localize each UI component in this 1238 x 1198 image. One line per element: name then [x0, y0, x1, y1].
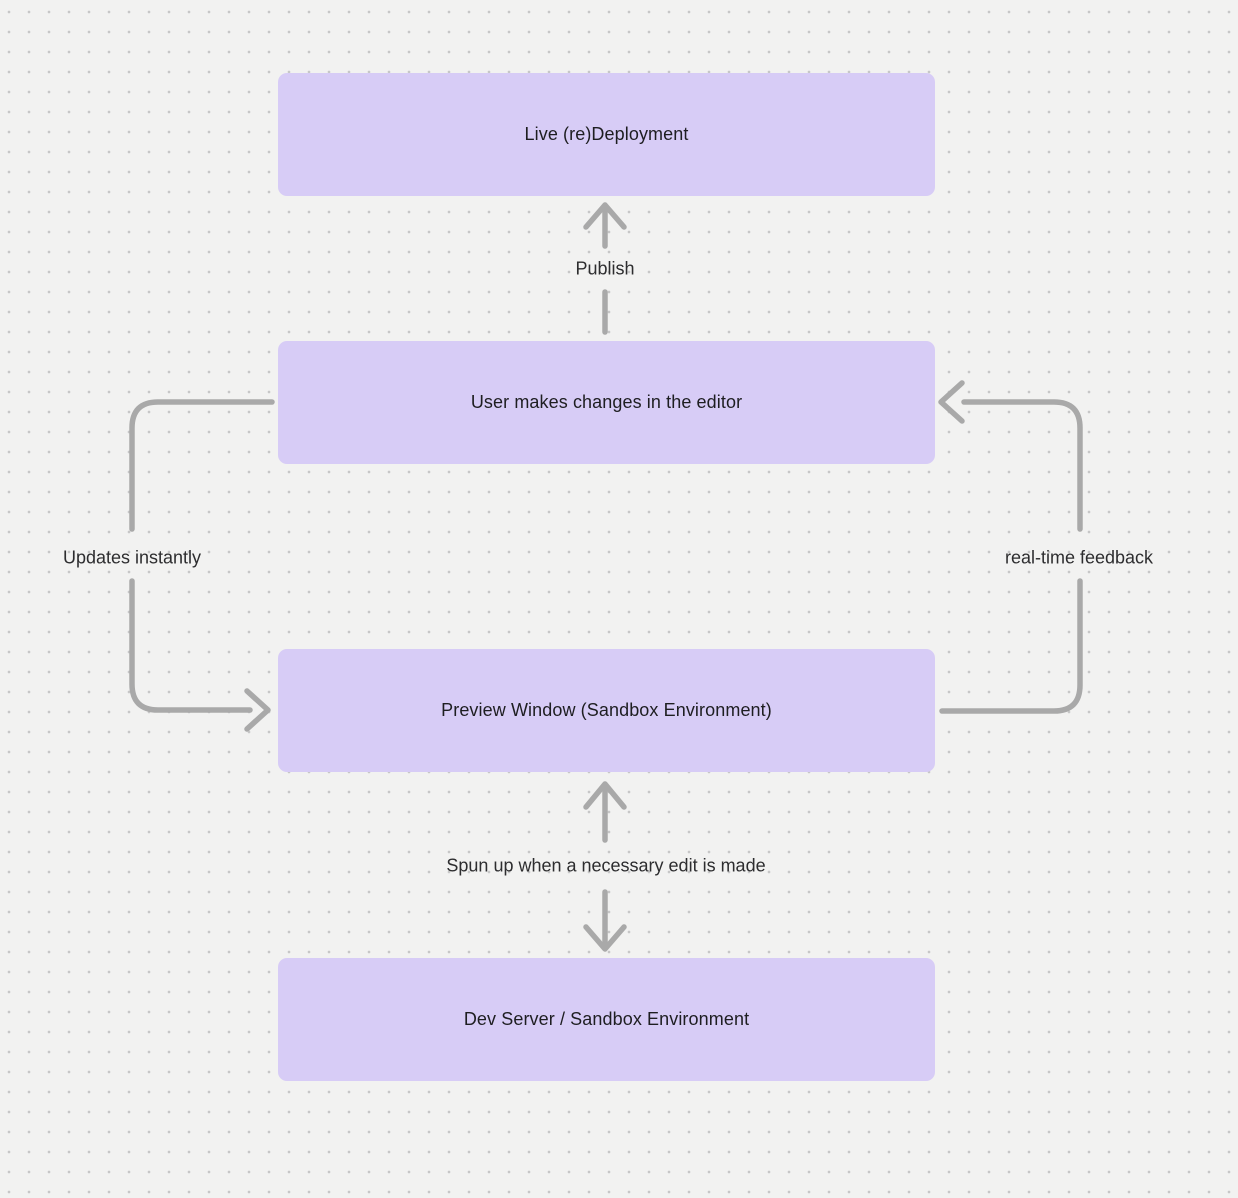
edge-label-spun-up: Spun up when a necessary edit is made: [446, 855, 766, 876]
arrowhead-up-icon: [583, 202, 627, 230]
node-dev-server[interactable]: Dev Server / Sandbox Environment: [278, 958, 935, 1081]
arrowhead-left-icon: [938, 380, 965, 424]
node-live-redeployment[interactable]: Live (re)Deployment: [278, 73, 935, 196]
node-preview-window[interactable]: Preview Window (Sandbox Environment): [278, 649, 935, 772]
arrowhead-up-icon: [583, 781, 627, 810]
node-dev-server-label: Dev Server / Sandbox Environment: [463, 1009, 750, 1029]
edge-label-real-time-feedback: real-time feedback: [1004, 547, 1154, 568]
arrowhead-down-icon: [583, 924, 627, 952]
arrowhead-right-icon: [244, 688, 271, 732]
node-preview-window-label: Preview Window (Sandbox Environment): [441, 700, 772, 720]
node-live-redeployment-label: Live (re)Deployment: [524, 124, 689, 144]
edge-label-publish: Publish: [575, 258, 635, 279]
node-user-editor-label: User makes changes in the editor: [470, 392, 743, 412]
node-user-editor[interactable]: User makes changes in the editor: [278, 341, 935, 464]
edge-label-updates-instantly: Updates instantly: [62, 547, 202, 568]
